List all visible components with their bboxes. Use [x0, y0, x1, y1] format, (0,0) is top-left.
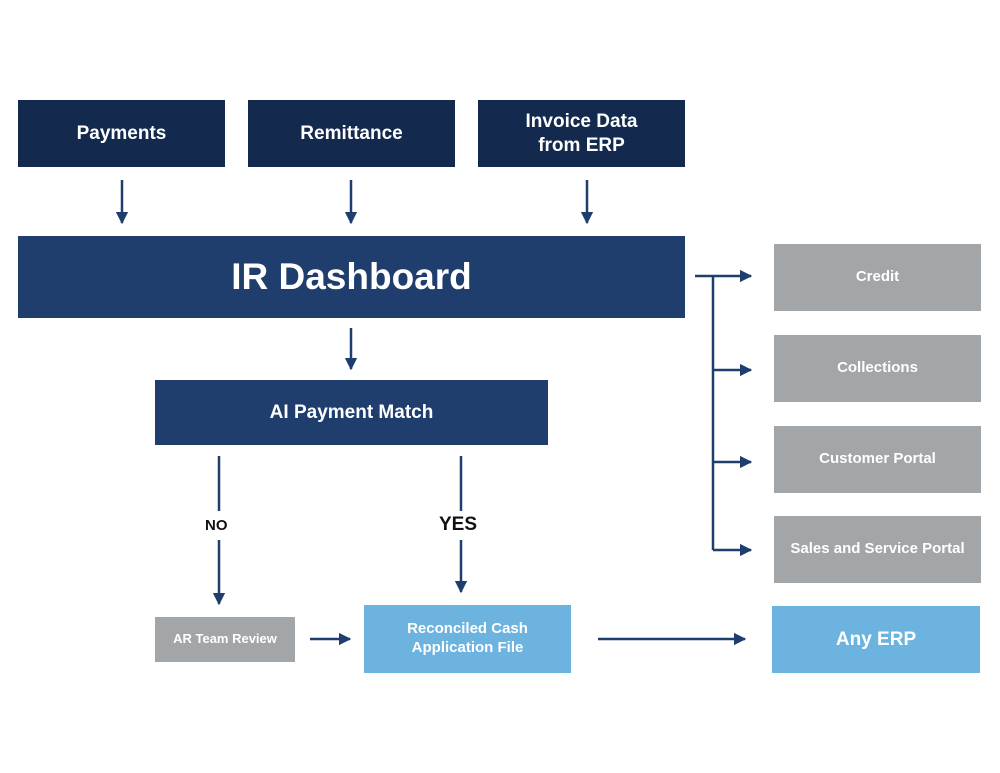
customer-portal-label: Customer Portal	[819, 450, 936, 468]
payments-box: Payments	[18, 100, 225, 167]
ar-team-review-label: AR Team Review	[173, 631, 277, 647]
yes-label: YES	[439, 514, 478, 535]
any-erp-label: Any ERP	[835, 628, 917, 650]
sales-service-portal-label: Sales and Service Portal	[790, 540, 965, 558]
remittance-label: Remittance	[300, 122, 403, 144]
customer-portal-box: Customer Portal	[774, 426, 981, 493]
ir-dashboard-box: IR Dashboard	[18, 236, 685, 318]
any-erp-box: Any ERP	[772, 606, 980, 673]
invoice-data-label: Invoice Data from ERP	[525, 110, 638, 156]
reconciled-cash-label: Reconciled Cash Application File	[407, 620, 528, 656]
credit-box: Credit	[774, 244, 981, 311]
sales-service-portal-box: Sales and Service Portal	[774, 516, 981, 583]
credit-label: Credit	[855, 268, 900, 286]
ai-payment-match-box: AI Payment Match	[155, 380, 548, 445]
ar-team-review-box: AR Team Review	[155, 617, 295, 662]
invoice-data-box: Invoice Data from ERP	[478, 100, 685, 167]
collections-box: Collections	[774, 335, 981, 402]
no-label: NO	[205, 517, 228, 534]
collections-label: Collections	[837, 359, 918, 377]
payments-label: Payments	[76, 122, 167, 144]
remittance-box: Remittance	[248, 100, 455, 167]
ir-dashboard-title: IR Dashboard	[231, 255, 472, 297]
reconciled-cash-box: Reconciled Cash Application File	[364, 605, 571, 673]
ai-payment-match-label: AI Payment Match	[269, 401, 434, 423]
